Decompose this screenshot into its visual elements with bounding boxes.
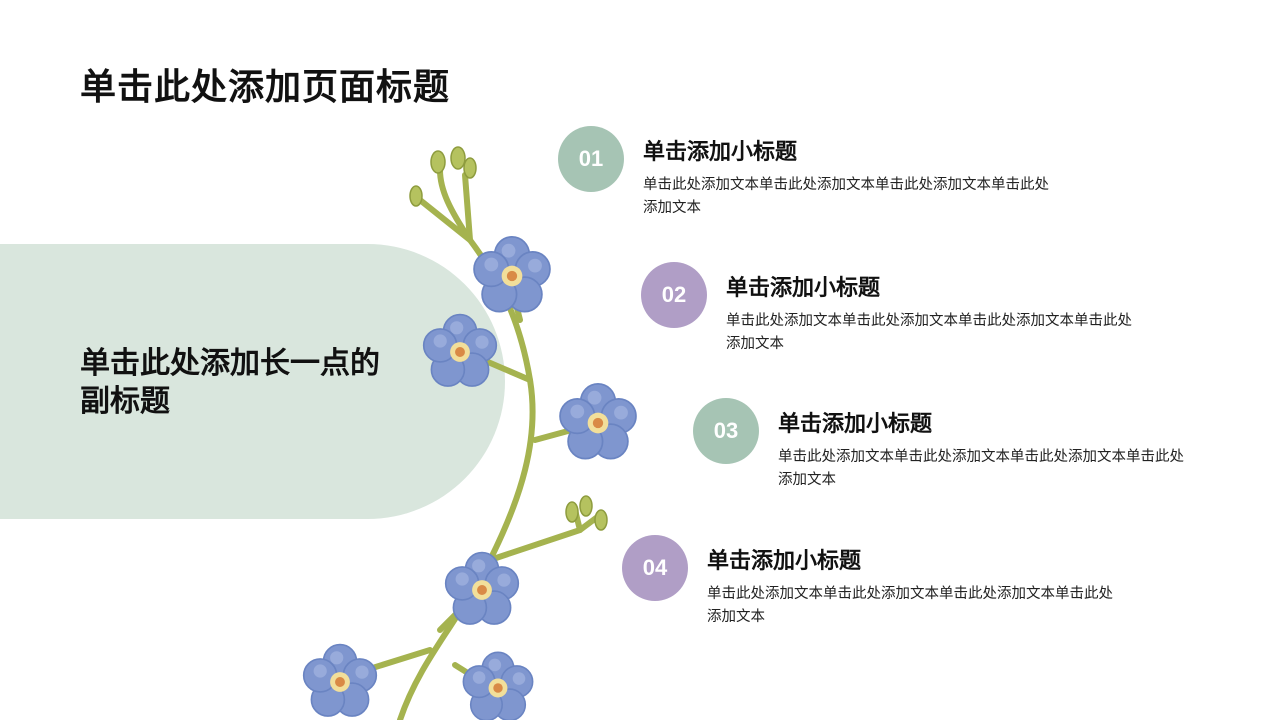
item-title[interactable]: 单击添加小标题 [726,276,881,301]
item-title[interactable]: 单击添加小标题 [778,412,933,437]
number-badge: 03 [693,398,759,464]
item-text[interactable]: 单击此处添加文本单击此处添加文本单击此处添加文本单击此处添加文本 [643,177,1049,216]
number-badge: 04 [622,535,688,601]
page-title[interactable]: 单击此处添加页面标题 [80,67,451,108]
forget-me-not-illustration [302,146,637,720]
item-title[interactable]: 单击添加小标题 [707,549,862,574]
number-badge: 02 [641,262,707,328]
item-title[interactable]: 单击添加小标题 [643,140,798,165]
item-text[interactable]: 单击此处添加文本单击此处添加文本单击此处添加文本单击此处添加文本 [778,449,1184,488]
subtitle-band [0,244,505,519]
item-text[interactable]: 单击此处添加文本单击此处添加文本单击此处添加文本单击此处添加文本 [707,586,1113,625]
subtitle[interactable]: 单击此处添加长一点的副标题 [80,346,380,419]
item-text[interactable]: 单击此处添加文本单击此处添加文本单击此处添加文本单击此处添加文本 [726,313,1132,352]
number-badge: 01 [558,126,624,192]
